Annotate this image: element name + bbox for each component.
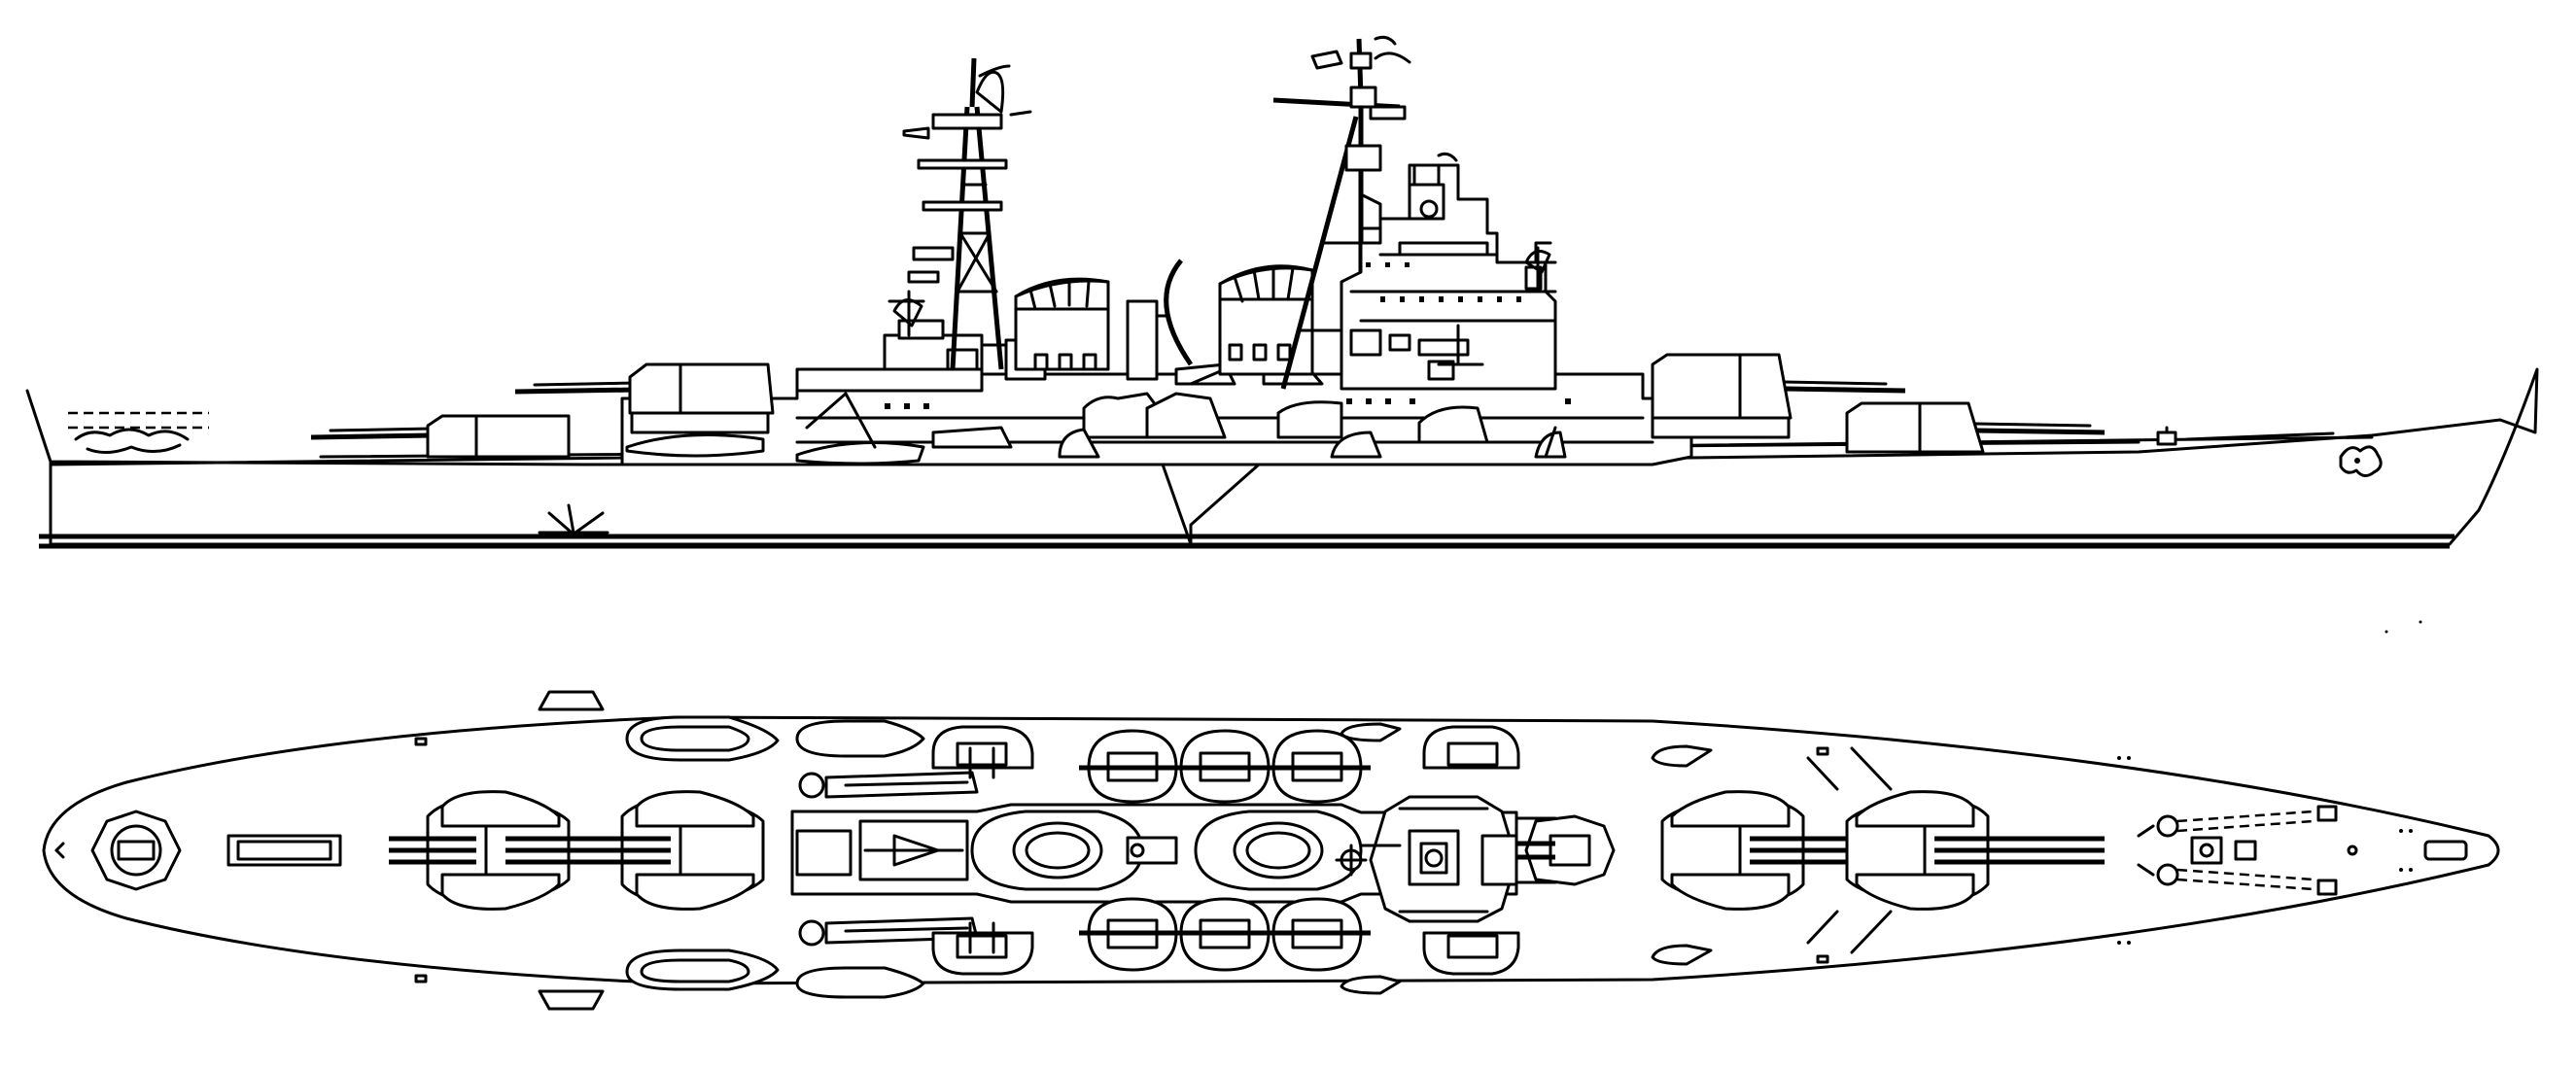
aft-superstructure	[795, 319, 1047, 393]
boats-plan	[625, 715, 925, 999]
bow-fittings	[1544, 426, 2335, 459]
hull-step	[1189, 463, 1261, 546]
stern-catapult	[54, 810, 182, 891]
stern-detail	[68, 411, 209, 454]
shaft-bracket	[538, 503, 609, 534]
fwd-turret-plan-2	[1845, 790, 2105, 911]
small-boats-plan	[1340, 722, 1713, 995]
aft-turret-plan-1	[389, 790, 571, 911]
fwd-searchlight	[1514, 246, 1557, 293]
mast-base-plan	[1126, 836, 1368, 877]
fwd-turret-low	[1845, 401, 2106, 454]
fwd-funnel-plan	[1194, 810, 1363, 891]
stem-post	[1160, 460, 1193, 546]
boat-aft-2	[795, 441, 925, 466]
radar-dish	[1126, 259, 1194, 381]
fwd-turret-plan-1	[1660, 790, 1910, 911]
aft-turret-plan-2	[505, 790, 765, 911]
bridge-plan	[1369, 795, 1518, 923]
anchor-icon	[2339, 445, 2383, 477]
bow-hatch	[2347, 829, 2468, 872]
fwd-funnel	[1218, 264, 1314, 376]
fwd-mast	[1272, 35, 1411, 390]
aft-funnel-plan	[970, 810, 1144, 891]
fwd-superstructure	[1340, 152, 1557, 391]
aft-crane	[805, 392, 877, 449]
secondary-guns-side	[931, 348, 1567, 459]
crane-stern-top	[538, 690, 605, 711]
aft-funnel	[1014, 277, 1110, 371]
secondary-mounts-plan-top	[931, 725, 1520, 804]
secondary-mounts-plan-bottom	[931, 897, 1520, 976]
side-profile-view	[25, 35, 2539, 549]
fwd-turret-high	[1651, 353, 1906, 439]
crane-stern-bottom	[538, 989, 605, 1011]
top-plan-view	[42, 620, 2500, 1011]
stray-marks	[2385, 620, 2422, 634]
fwd-small-mount-plan	[1359, 814, 1616, 886]
aft-turret-high	[514, 362, 775, 434]
anchor-gear-plan	[2137, 805, 2338, 896]
aft-turret-low	[310, 414, 571, 459]
aft-hatch	[226, 834, 342, 867]
porthole-row	[885, 398, 1571, 409]
deck-fittings	[414, 737, 2131, 983]
breakwater-plan	[1806, 746, 1893, 954]
hull-profile	[25, 367, 2539, 546]
bridge-windows	[1366, 262, 1521, 302]
aft-searchlight	[888, 290, 925, 337]
aft-mast	[902, 57, 1032, 370]
boat-aft-1	[625, 433, 765, 458]
